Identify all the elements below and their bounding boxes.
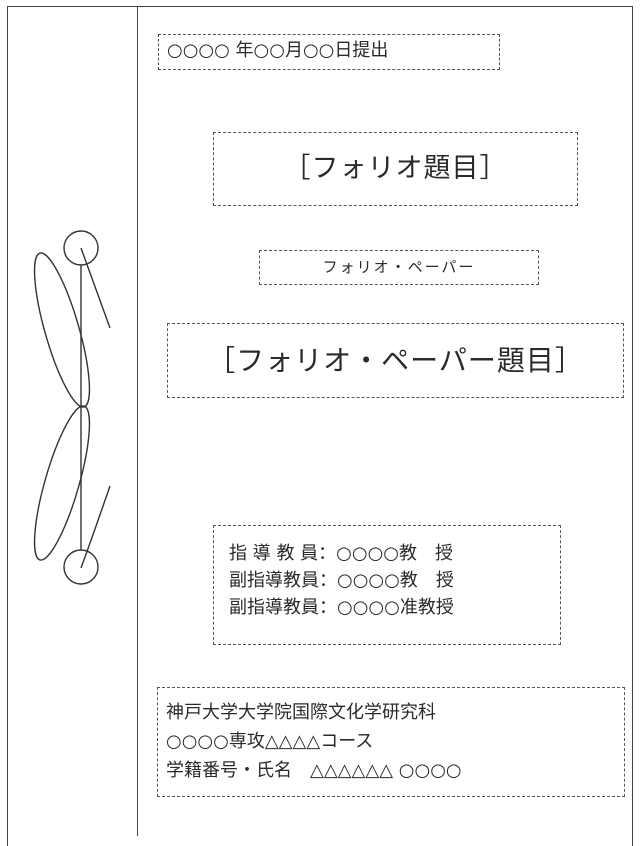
binding-margin-line — [137, 6, 138, 836]
affiliation-box: 神戸大学大学院国際文化学研究科 ○○○○専攻△△△△コース 学籍番号・氏名 △△… — [157, 687, 625, 797]
paper-title: ［フォリオ・ペーパー題目］ — [207, 344, 584, 377]
advisor-list-box: 指 導 教 員：○○○○教 授 副指導教員：○○○○教 授 副指導教員：○○○○… — [213, 525, 561, 645]
graduate-school: 神戸大学大学院国際文化学研究科 — [166, 702, 436, 723]
folio-title-box: ［フォリオ題目］ — [213, 132, 578, 206]
major-course: ○○○○専攻△△△△コース — [166, 731, 374, 752]
cover-page-frame — [7, 6, 633, 846]
advisor-line: 副指導教員：○○○○准教授 — [229, 597, 454, 618]
folio-title: ［フォリオ題目］ — [283, 153, 508, 184]
paper-title-box: ［フォリオ・ペーパー題目］ — [167, 323, 624, 398]
document-type: フォリオ・ペーパー — [322, 258, 476, 276]
advisor-line: 指 導 教 員：○○○○教 授 — [229, 543, 453, 564]
student-id-name: 学籍番号・氏名 △△△△△△ ○○○○ — [166, 760, 462, 781]
submission-date-box: ○○○○ 年○○月○○日提出 — [158, 34, 500, 70]
binding-cord-icon — [33, 230, 111, 585]
document-type-box: フォリオ・ペーパー — [259, 250, 539, 285]
submission-date: ○○○○ 年○○月○○日提出 — [167, 40, 389, 61]
advisor-line: 副指導教員：○○○○教 授 — [229, 570, 454, 591]
